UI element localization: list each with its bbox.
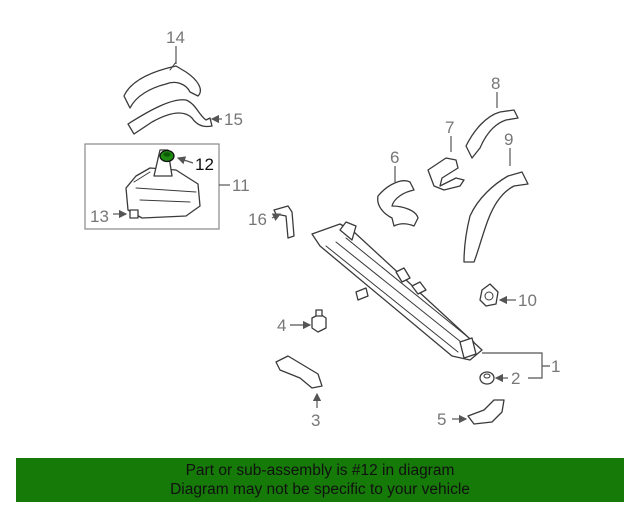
part-9-hose[interactable] — [463, 171, 529, 263]
callout-15[interactable]: 15 — [224, 110, 243, 129]
footer-banner: Part or sub-assembly is #12 in diagram D… — [16, 458, 624, 502]
footer-line-1: Part or sub-assembly is #12 in diagram — [185, 462, 455, 479]
callout-2[interactable]: 2 — [511, 369, 520, 388]
footer-banner-bg — [16, 458, 624, 502]
part-5-bracket[interactable] — [467, 399, 505, 425]
callout-11[interactable]: 11 — [232, 176, 250, 195]
callout-labels: 14 15 12 11 13 16 6 7 8 9 10 1 2 4 3 5 — [90, 28, 560, 430]
callout-3[interactable]: 3 — [311, 411, 320, 430]
part-3-bracket[interactable] — [275, 355, 323, 389]
part-1-radiator[interactable] — [311, 221, 483, 361]
part-13-clip[interactable] — [129, 209, 139, 219]
part-2-grommet[interactable] — [479, 371, 495, 385]
leader-lines — [113, 46, 550, 424]
callout-16[interactable]: 16 — [248, 210, 267, 229]
part-14-hose[interactable] — [123, 61, 201, 109]
part-7-fitting[interactable] — [427, 157, 465, 191]
callout-6[interactable]: 6 — [390, 148, 399, 167]
part-12-cap[interactable] — [159, 149, 175, 163]
callout-9[interactable]: 9 — [504, 130, 513, 149]
callout-10[interactable]: 10 — [518, 291, 537, 310]
part-11-group-box — [84, 143, 220, 230]
callout-7[interactable]: 7 — [445, 118, 454, 137]
part-6-hose[interactable] — [377, 180, 419, 227]
callout-1[interactable]: 1 — [551, 357, 560, 376]
part-8-hose[interactable] — [465, 109, 519, 159]
part-11-reservoir[interactable] — [125, 149, 201, 219]
callout-14[interactable]: 14 — [166, 28, 185, 47]
part-4-bolt[interactable] — [311, 309, 327, 333]
part-16-bracket[interactable] — [273, 205, 295, 239]
footer-line-2: Diagram may not be specific to your vehi… — [170, 481, 470, 498]
part-15-hose[interactable] — [127, 99, 213, 135]
callout-8[interactable]: 8 — [491, 74, 500, 93]
callout-4[interactable]: 4 — [277, 316, 286, 335]
callout-12[interactable]: 12 — [195, 155, 214, 174]
callout-5[interactable]: 5 — [437, 410, 446, 429]
callout-13[interactable]: 13 — [90, 207, 109, 226]
part-10-clamp[interactable] — [479, 283, 499, 307]
